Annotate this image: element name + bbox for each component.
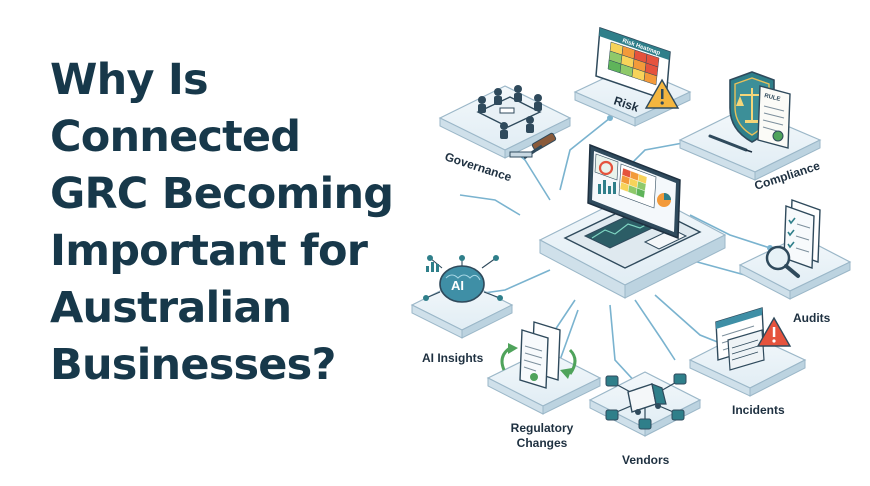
audits-label: Audits [793, 311, 831, 325]
headline-line-5: Australian [50, 283, 292, 333]
regulatory-changes-platform: Regulatory Changes [486, 321, 602, 450]
document-checklist-icon [783, 199, 821, 269]
rule-scroll-icon: RULE [757, 85, 791, 149]
rule-doc-title: RULE [764, 93, 781, 103]
headline-line-4: Important for [50, 226, 368, 276]
grc-network-svg: Risk Heatmap Risk [410, 26, 852, 467]
meeting-table-icon [476, 85, 542, 139]
headline-line-3: GRC Becoming [50, 169, 394, 219]
grc-illustration: Risk Heatmap Risk [400, 0, 870, 486]
dashboard-monitor-icon [587, 143, 681, 240]
magnifier-icon [765, 245, 800, 278]
audits-platform: Audits [738, 199, 852, 325]
headline: Why Is Connected GRC Becoming Important … [50, 52, 430, 394]
warning-icon [644, 78, 680, 109]
headline-line-6: Businesses? [50, 340, 336, 390]
compliance-platform: RULE Compliance [678, 71, 822, 193]
regulatory-label-line-2: Changes [517, 436, 568, 450]
governance-platform [438, 85, 572, 160]
vendors-label: Vendors [622, 453, 670, 467]
headline-line-2: Connected [50, 112, 301, 162]
risk-platform: Risk Heatmap Risk [573, 26, 692, 127]
ai-insights-platform: AI AI Insights [410, 255, 514, 365]
warning-icon-incidents [756, 316, 792, 347]
gavel-icon [509, 132, 557, 160]
headline-line-1: Why Is [50, 55, 209, 105]
alert-window-icon [715, 307, 765, 371]
vendors-platform: Vendors [588, 371, 702, 467]
ai-brain-icon: AI [423, 255, 503, 303]
regulatory-document-icon [519, 321, 561, 389]
ai-insights-label: AI Insights [422, 351, 484, 365]
central-dashboard [538, 143, 727, 299]
regulatory-label-line-1: Regulatory [511, 421, 574, 435]
delivery-truck-icon [627, 383, 667, 415]
update-arrows-icon [500, 343, 577, 379]
incidents-label: Incidents [732, 403, 785, 417]
ai-chip-text: AI [451, 278, 464, 293]
pen-icon [708, 134, 753, 153]
incidents-platform: Incidents [688, 307, 807, 417]
